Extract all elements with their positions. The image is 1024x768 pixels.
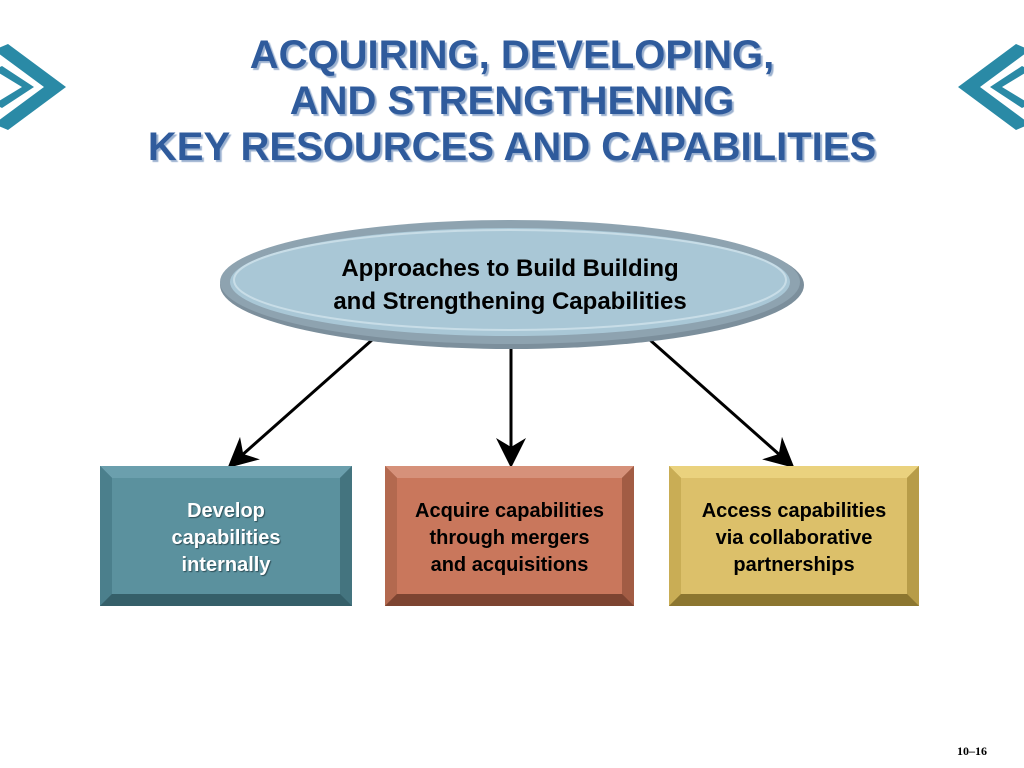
box-access-line-2: via collaborative: [715, 527, 873, 549]
box-access-line-3: partnerships: [733, 554, 855, 576]
box-access-line-1: Access capabilities: [701, 500, 887, 522]
box-access-label: Access capabilities via collaborative pa…: [669, 466, 919, 606]
slide-title: ACQUIRING, DEVELOPING, AND STRENGTHENING…: [60, 32, 964, 170]
box-develop-label: Develop capabilities internally: [100, 466, 352, 606]
page-number: 10–16: [957, 744, 987, 758]
box-develop-line-3: internally: [181, 554, 271, 576]
box-develop-line-2: capabilities: [171, 527, 281, 549]
root-label-line-1: Approaches to Build Building: [341, 255, 679, 282]
box-access: [669, 466, 919, 606]
box-acquire-line-1: Acquire capabilities: [415, 500, 604, 522]
root-label-line-2: and Strengthening Capabilities: [333, 288, 687, 315]
arrow-right: [649, 338, 795, 468]
root-label: Approaches to Build Building and Strengt…: [260, 252, 760, 318]
box-acquire-label: Acquire capabilities through mergers and…: [385, 466, 634, 606]
box-acquire-line-2: through mergers: [429, 527, 590, 549]
double-chevron-right-icon: [0, 44, 66, 130]
box-develop: [100, 466, 352, 606]
box-acquire-line-3: and acquisitions: [430, 554, 589, 576]
title-line-2: AND STRENGTHENING: [289, 79, 735, 123]
title-line-1: ACQUIRING, DEVELOPING,: [249, 33, 775, 77]
root-oval: [220, 220, 804, 349]
arrow-left: [227, 338, 373, 468]
box-develop-line-1: Develop: [187, 500, 265, 522]
box-acquire: [385, 466, 634, 606]
title-line-3: KEY RESOURCES AND CAPABILITIES: [147, 125, 877, 169]
double-chevron-left-icon: [958, 44, 1024, 130]
